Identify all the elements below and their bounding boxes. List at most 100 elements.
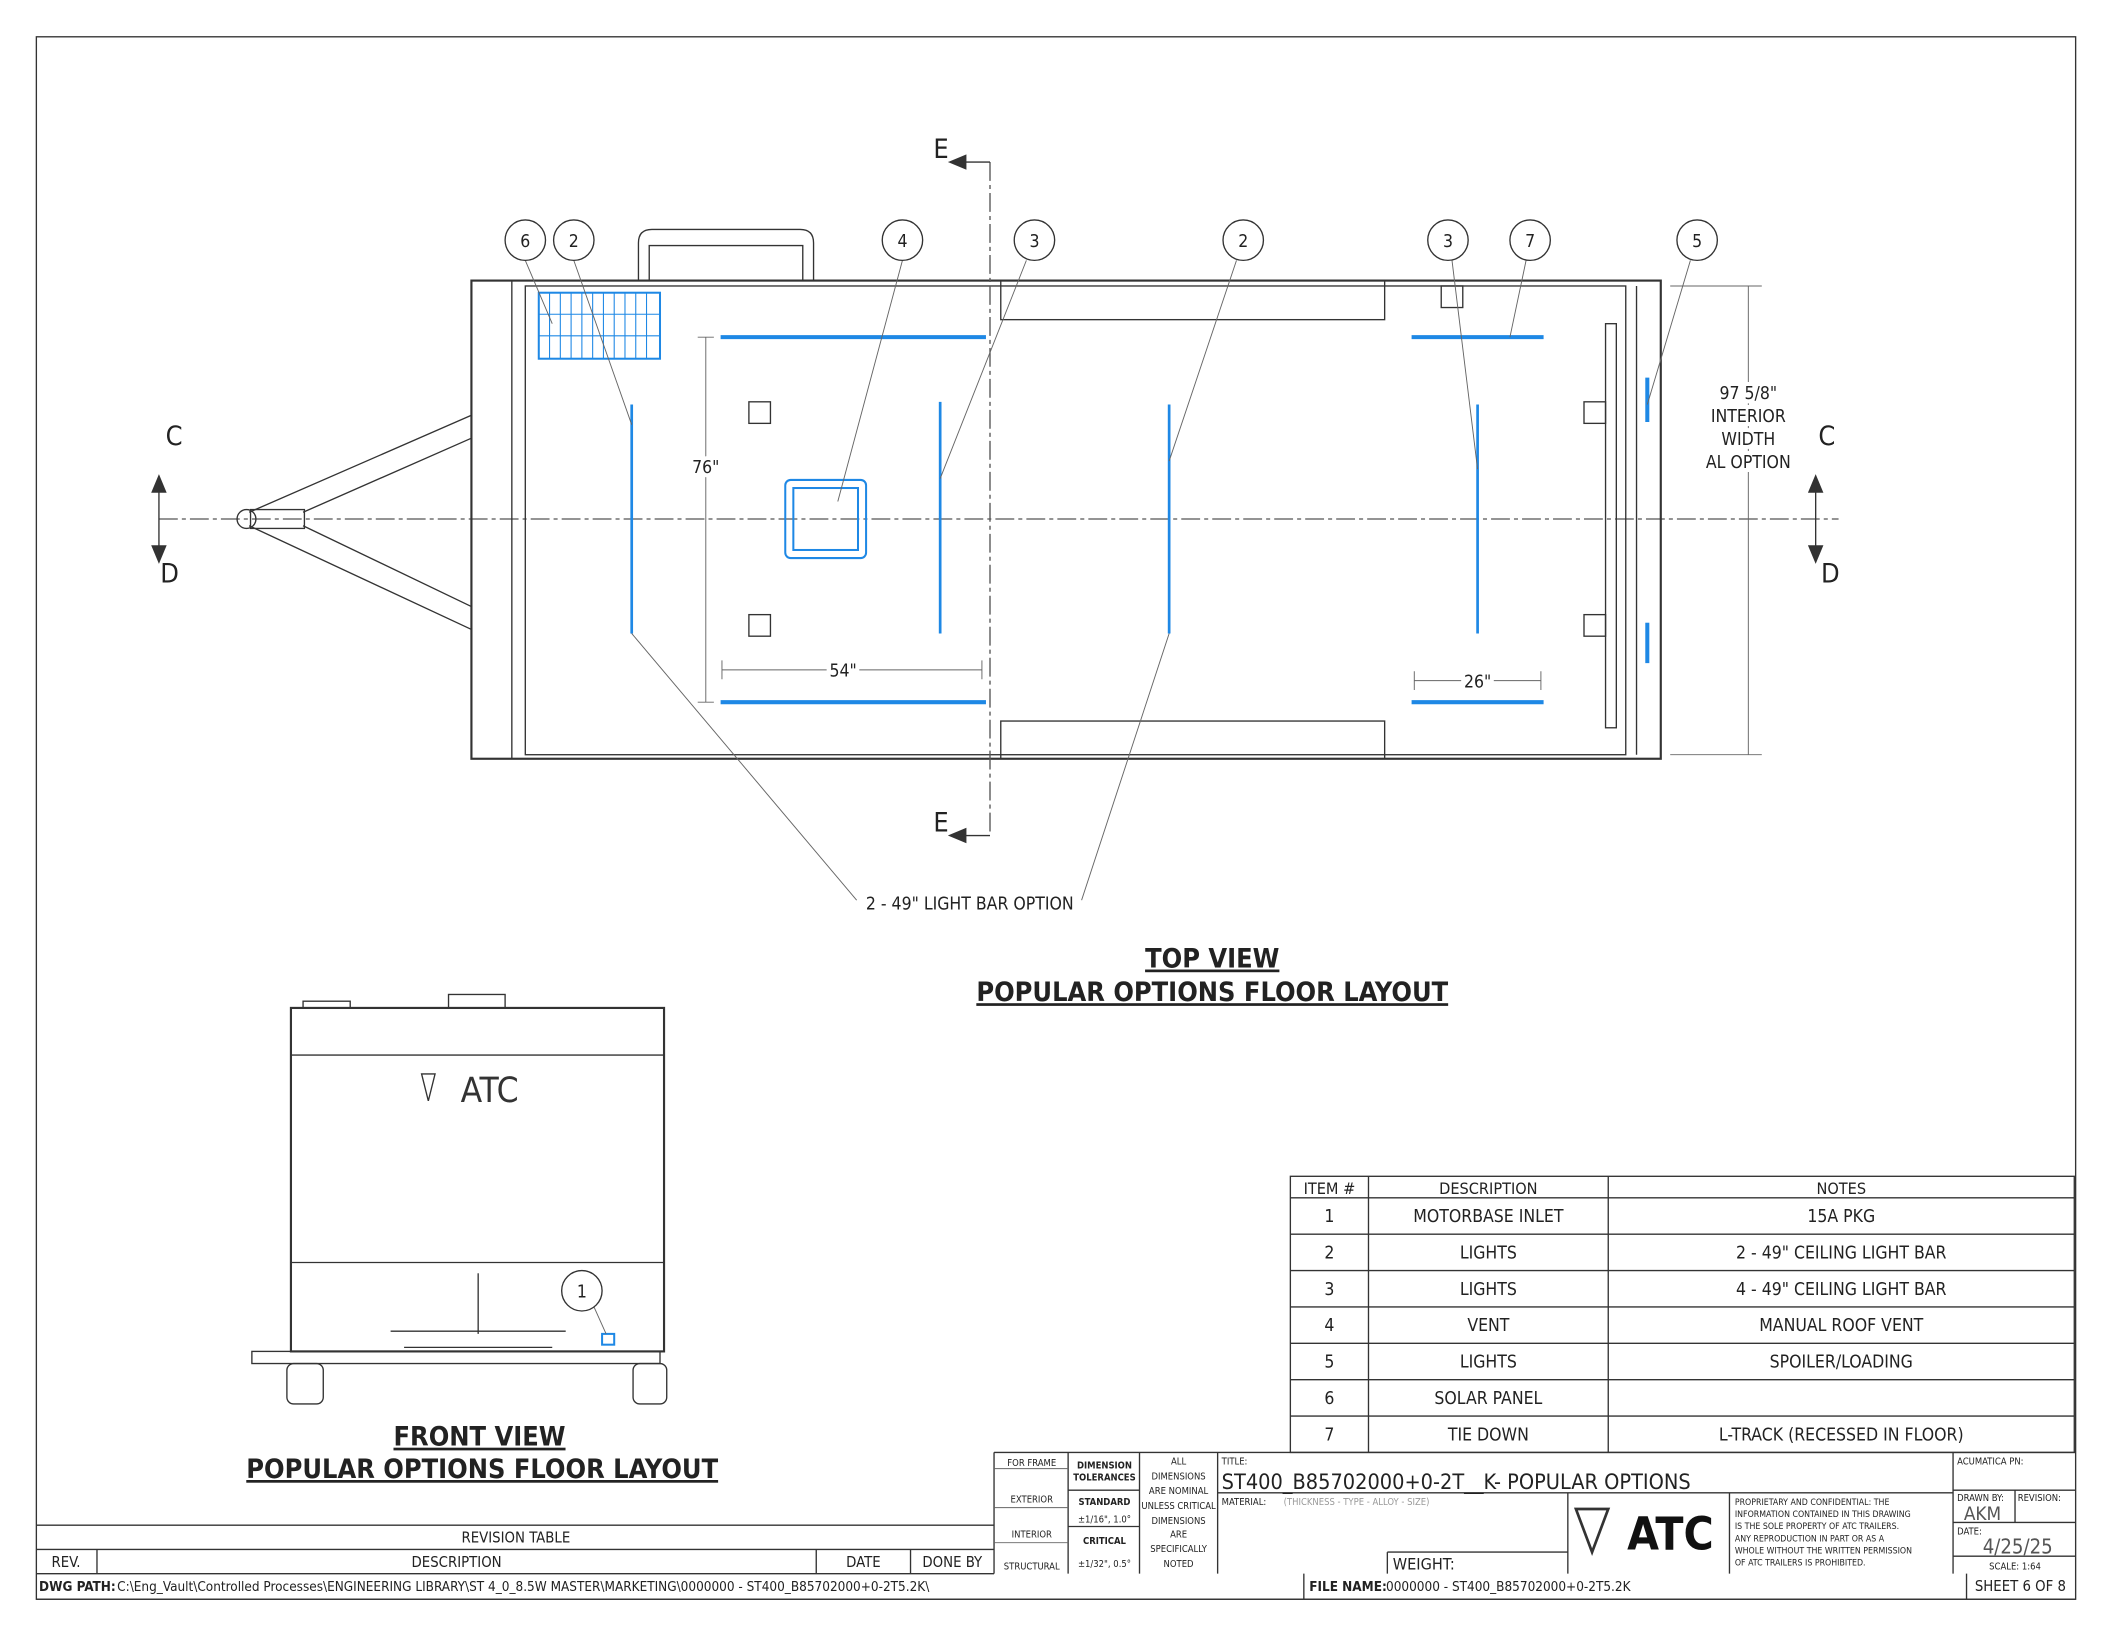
items_table-rows-1-1: LIGHTS bbox=[1460, 1243, 1517, 1263]
items_table-rows-6-2: L-TRACK (RECESSED IN FLOOR) bbox=[1719, 1425, 1964, 1445]
atc-logo-title: ATC bbox=[1627, 1506, 1714, 1560]
drawing-title: ST400_B85702000+0-2T__K- POPULAR OPTIONS bbox=[1222, 1470, 1691, 1495]
items_table-rows-6-1: TIE DOWN bbox=[1447, 1425, 1529, 1445]
top-view-title: TOP VIEW bbox=[1145, 944, 1279, 975]
title_block-weight_label: WEIGHT: bbox=[1393, 1555, 1455, 1574]
items_table-rows-4-1: LIGHTS bbox=[1460, 1353, 1517, 1373]
sheet-number: SHEET 6 OF 8 bbox=[1975, 1578, 2066, 1595]
items_table-headers-0: ITEM # bbox=[1304, 1179, 1356, 1198]
items_table-headers-1: DESCRIPTION bbox=[1439, 1179, 1537, 1198]
dim-26: 26" bbox=[1464, 672, 1491, 692]
tongue bbox=[248, 414, 472, 631]
fender-bottom bbox=[1000, 720, 1386, 760]
file-name: 0000000 - ST400_B85702000+0-2T5.2K bbox=[1386, 1580, 1632, 1595]
items_table-rows-3-1: VENT bbox=[1467, 1316, 1509, 1336]
light-bar-callout: 2 - 49" LIGHT BAR OPTION bbox=[866, 895, 1074, 915]
top_view-balloons-2: 4 bbox=[897, 232, 907, 252]
items_table-rows-2-1: LIGHTS bbox=[1460, 1280, 1517, 1300]
dim-interior-width: 97 5/8" INTERIOR WIDTH AL OPTION bbox=[1702, 380, 1795, 477]
title-block: FOR FRAME EXTERIOR INTERIOR STRUCTURAL D… bbox=[993, 1451, 2076, 1574]
title_block-material: (THICKNESS - TYPE - ALLOY - SIZE) bbox=[1284, 1497, 1430, 1508]
dwg-path: C:\Eng_Vault\Controlled Processes\ENGINE… bbox=[117, 1580, 930, 1595]
title_block-scale: SCALE: 1:64 bbox=[1989, 1562, 2041, 1573]
title_block-material_label: MATERIAL: bbox=[1222, 1497, 1267, 1508]
section-label-e-bottom: E bbox=[933, 807, 948, 838]
rear-door-frame bbox=[1604, 323, 1617, 729]
title_block-nominal-1: DIMENSIONS bbox=[1151, 1471, 1205, 1482]
title_block-nominal-6: SPECIFICALLY bbox=[1150, 1544, 1207, 1555]
revision-table: REVISION TABLE REV. DESCRIPTION DATE DON… bbox=[36, 1524, 995, 1575]
title_block-exterior: EXTERIOR bbox=[1011, 1494, 1054, 1505]
top_view-balloons-6: 7 bbox=[1525, 232, 1535, 252]
coupler bbox=[236, 508, 257, 530]
items_table-rows-5-1: SOLAR PANEL bbox=[1434, 1389, 1542, 1409]
top_view-balloons-3: 3 bbox=[1029, 232, 1039, 252]
solar-panel bbox=[537, 291, 662, 360]
revision_table-title: REVISION TABLE bbox=[461, 1530, 570, 1547]
footer-dwg_path_label: DWG PATH: bbox=[39, 1580, 116, 1595]
title_block-interior: INTERIOR bbox=[1012, 1529, 1052, 1540]
items_table-rows-4-0: 5 bbox=[1324, 1353, 1334, 1373]
atc-logo-mark bbox=[420, 1073, 436, 1102]
title_block-structural: STRUCTURAL bbox=[1004, 1562, 1060, 1573]
front-bumper bbox=[251, 1350, 661, 1365]
items_table-rows-0-0: 1 bbox=[1324, 1207, 1334, 1227]
title_block-revision_label: REVISION: bbox=[2018, 1493, 2061, 1504]
front-view: ATC 1 FRONT VIEW POPULAR OPTIONS FLOOR L… bbox=[246, 993, 719, 1485]
title_block-nominal-0: ALL bbox=[1171, 1457, 1186, 1468]
title_block-proprietary-1: INFORMATION CONTAINED IN THIS DRAWING bbox=[1735, 1510, 1911, 1520]
items_table-rows-0-2: 15A PKG bbox=[1807, 1207, 1875, 1227]
title_block-standard: STANDARD bbox=[1079, 1497, 1131, 1508]
title_block-drawn_by_label: DRAWN BY: bbox=[1957, 1493, 2004, 1504]
items_table-rows-6-0: 7 bbox=[1324, 1425, 1334, 1445]
items_table-rows-3-0: 4 bbox=[1324, 1316, 1334, 1336]
title_block-nominal-2: ARE NOMINAL bbox=[1149, 1486, 1209, 1497]
top_view-dims-interior_line3: WIDTH bbox=[1721, 430, 1775, 450]
items_table-rows-4-2: SPOILER/LOADING bbox=[1770, 1353, 1913, 1373]
title_block-proprietary-0: PROPRIETARY AND CONFIDENTIAL: THE bbox=[1735, 1498, 1890, 1508]
top_view-dims-interior_line2: INTERIOR bbox=[1711, 407, 1786, 427]
roof-handle bbox=[637, 228, 815, 281]
section-label-c-right: C bbox=[1818, 421, 1835, 452]
top_view-balloons-0: 6 bbox=[520, 232, 530, 252]
dim-76: 76" bbox=[692, 458, 719, 478]
top_view-balloons-5: 3 bbox=[1443, 232, 1453, 252]
balloon-1: 1 bbox=[577, 1283, 587, 1303]
motorbase-inlet bbox=[601, 1332, 616, 1346]
front-view-title: FRONT VIEW bbox=[393, 1422, 565, 1453]
title_block-nominal-5: ARE bbox=[1170, 1529, 1187, 1540]
light-bars bbox=[630, 335, 1650, 705]
title_block-critical_val: ±1/32", 0.5° bbox=[1078, 1559, 1131, 1570]
title_block-title_label: TITLE: bbox=[1221, 1457, 1248, 1468]
balloons: 6 2 4 3 2 3 7 5 bbox=[504, 219, 1719, 262]
trailer-interior bbox=[524, 285, 1627, 756]
title_block-drawn_by: AKM bbox=[1964, 1504, 2001, 1525]
items_table-rows-2-2: 4 - 49" CEILING LIGHT BAR bbox=[1736, 1280, 1947, 1300]
items_table-rows-0-1: MOTORBASE INLET bbox=[1413, 1207, 1564, 1227]
section-label-d-right: D bbox=[1821, 558, 1840, 589]
title_block-for_frame: FOR FRAME bbox=[1007, 1458, 1056, 1469]
revision_table-headers-2: DATE bbox=[846, 1554, 880, 1571]
title_block-critical: CRITICAL bbox=[1083, 1536, 1127, 1547]
title_block-date_label: DATE: bbox=[1957, 1527, 1982, 1538]
title_block-proprietary-2: IS THE SOLE PROPERTY OF ATC TRAILERS. bbox=[1735, 1522, 1899, 1532]
revision_table-headers-1: DESCRIPTION bbox=[412, 1554, 502, 1571]
items_table-rows-2-0: 3 bbox=[1324, 1280, 1334, 1300]
drawing-date: 4/25/25 bbox=[1983, 1534, 2053, 1558]
title_block-proprietary-4: WHOLE WITHOUT THE WRITTEN PERMISSION bbox=[1735, 1546, 1912, 1556]
top_view-balloons-1: 2 bbox=[569, 232, 579, 252]
footer: DWG PATH: C:\Eng_Vault\Controlled Proces… bbox=[36, 1573, 2076, 1600]
section-label-c-left: C bbox=[166, 421, 183, 452]
front-view-subtitle: POPULAR OPTIONS FLOOR LAYOUT bbox=[246, 1454, 718, 1485]
items_table-rows-5-0: 6 bbox=[1324, 1389, 1334, 1409]
top-view-subtitle: POPULAR OPTIONS FLOOR LAYOUT bbox=[976, 977, 1448, 1008]
top_view-balloons-7: 5 bbox=[1692, 232, 1702, 252]
title_block-proprietary-3: ANY REPRODUCTION IN PART OR AS A bbox=[1735, 1534, 1885, 1544]
title_block-acumatica_label: ACUMATICA PN: bbox=[1957, 1457, 2023, 1468]
fender-top bbox=[1000, 279, 1386, 321]
top-view: E E C C D D 76" 54" 26" 97 5/8" INTERIOR… bbox=[151, 134, 1840, 1008]
atc-logo-mark-title bbox=[1573, 1507, 1611, 1556]
title_block-nominal-4: DIMENSIONS bbox=[1151, 1516, 1205, 1527]
